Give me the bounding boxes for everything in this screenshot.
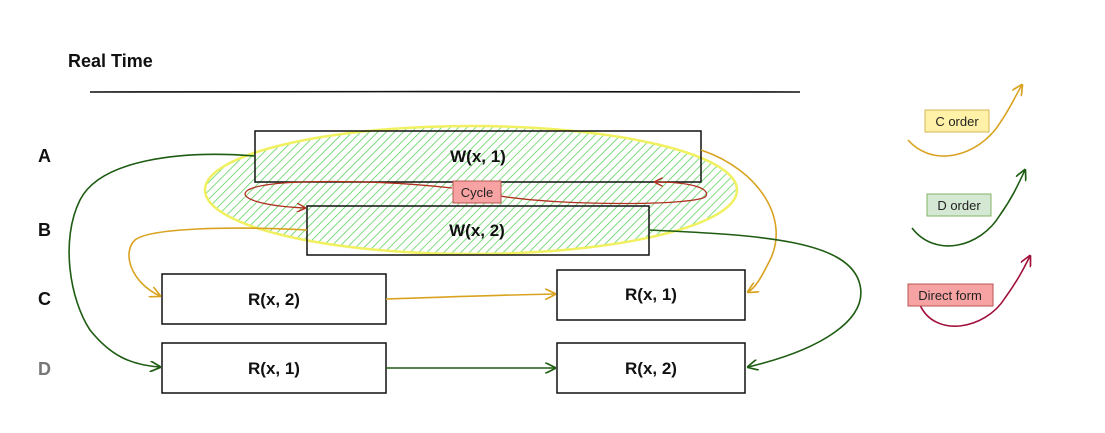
legend-direct-form-label: Direct form	[918, 288, 982, 303]
legend-d-order-curve	[911, 170, 1025, 247]
op-label-b-write: W(x, 2)	[449, 221, 505, 240]
legend-d-order-badge	[926, 193, 992, 217]
op-box-c-read-left[interactable]	[161, 273, 387, 325]
legend-c-order-curve	[907, 85, 1022, 157]
op-box-d-read-left[interactable]	[161, 342, 387, 394]
d-order-edge-a-to-d-left	[68, 153, 256, 367]
c-order-edge-b-to-c-left	[128, 227, 308, 296]
cycle-badge-label: Cycle	[461, 185, 494, 200]
process-label-d: D	[38, 359, 51, 379]
process-label-a: A	[38, 146, 51, 166]
legend-c-order-label: C order	[935, 114, 979, 129]
process-label-c: C	[38, 289, 51, 309]
op-label-a-write: W(x, 1)	[450, 147, 506, 166]
process-label-b: B	[38, 220, 51, 240]
page-title: Real Time	[68, 51, 153, 71]
op-box-d-read-right[interactable]	[556, 342, 746, 394]
legend-d-order-label: D order	[937, 198, 981, 213]
op-label-d-read-left: R(x, 1)	[248, 359, 300, 378]
c-order-edge-c-left-to-right	[385, 294, 555, 300]
legend-direct-form-badge	[907, 283, 994, 307]
op-label-c-read-right: R(x, 1)	[625, 285, 677, 304]
d-order-edge-b-to-d-right	[648, 229, 862, 367]
legend-direct-form-curve	[919, 256, 1030, 327]
op-label-c-read-left: R(x, 2)	[248, 290, 300, 309]
cycle-badge	[452, 180, 502, 204]
cycle-edge-left	[244, 180, 453, 209]
real-time-axis	[89, 90, 801, 94]
c-order-edge-a-to-c-right	[700, 149, 777, 292]
op-label-d-read-right: R(x, 2)	[625, 359, 677, 378]
cycle-edge-right	[499, 182, 708, 205]
op-box-c-read-right[interactable]	[556, 269, 746, 321]
legend-c-order-badge	[924, 109, 990, 133]
